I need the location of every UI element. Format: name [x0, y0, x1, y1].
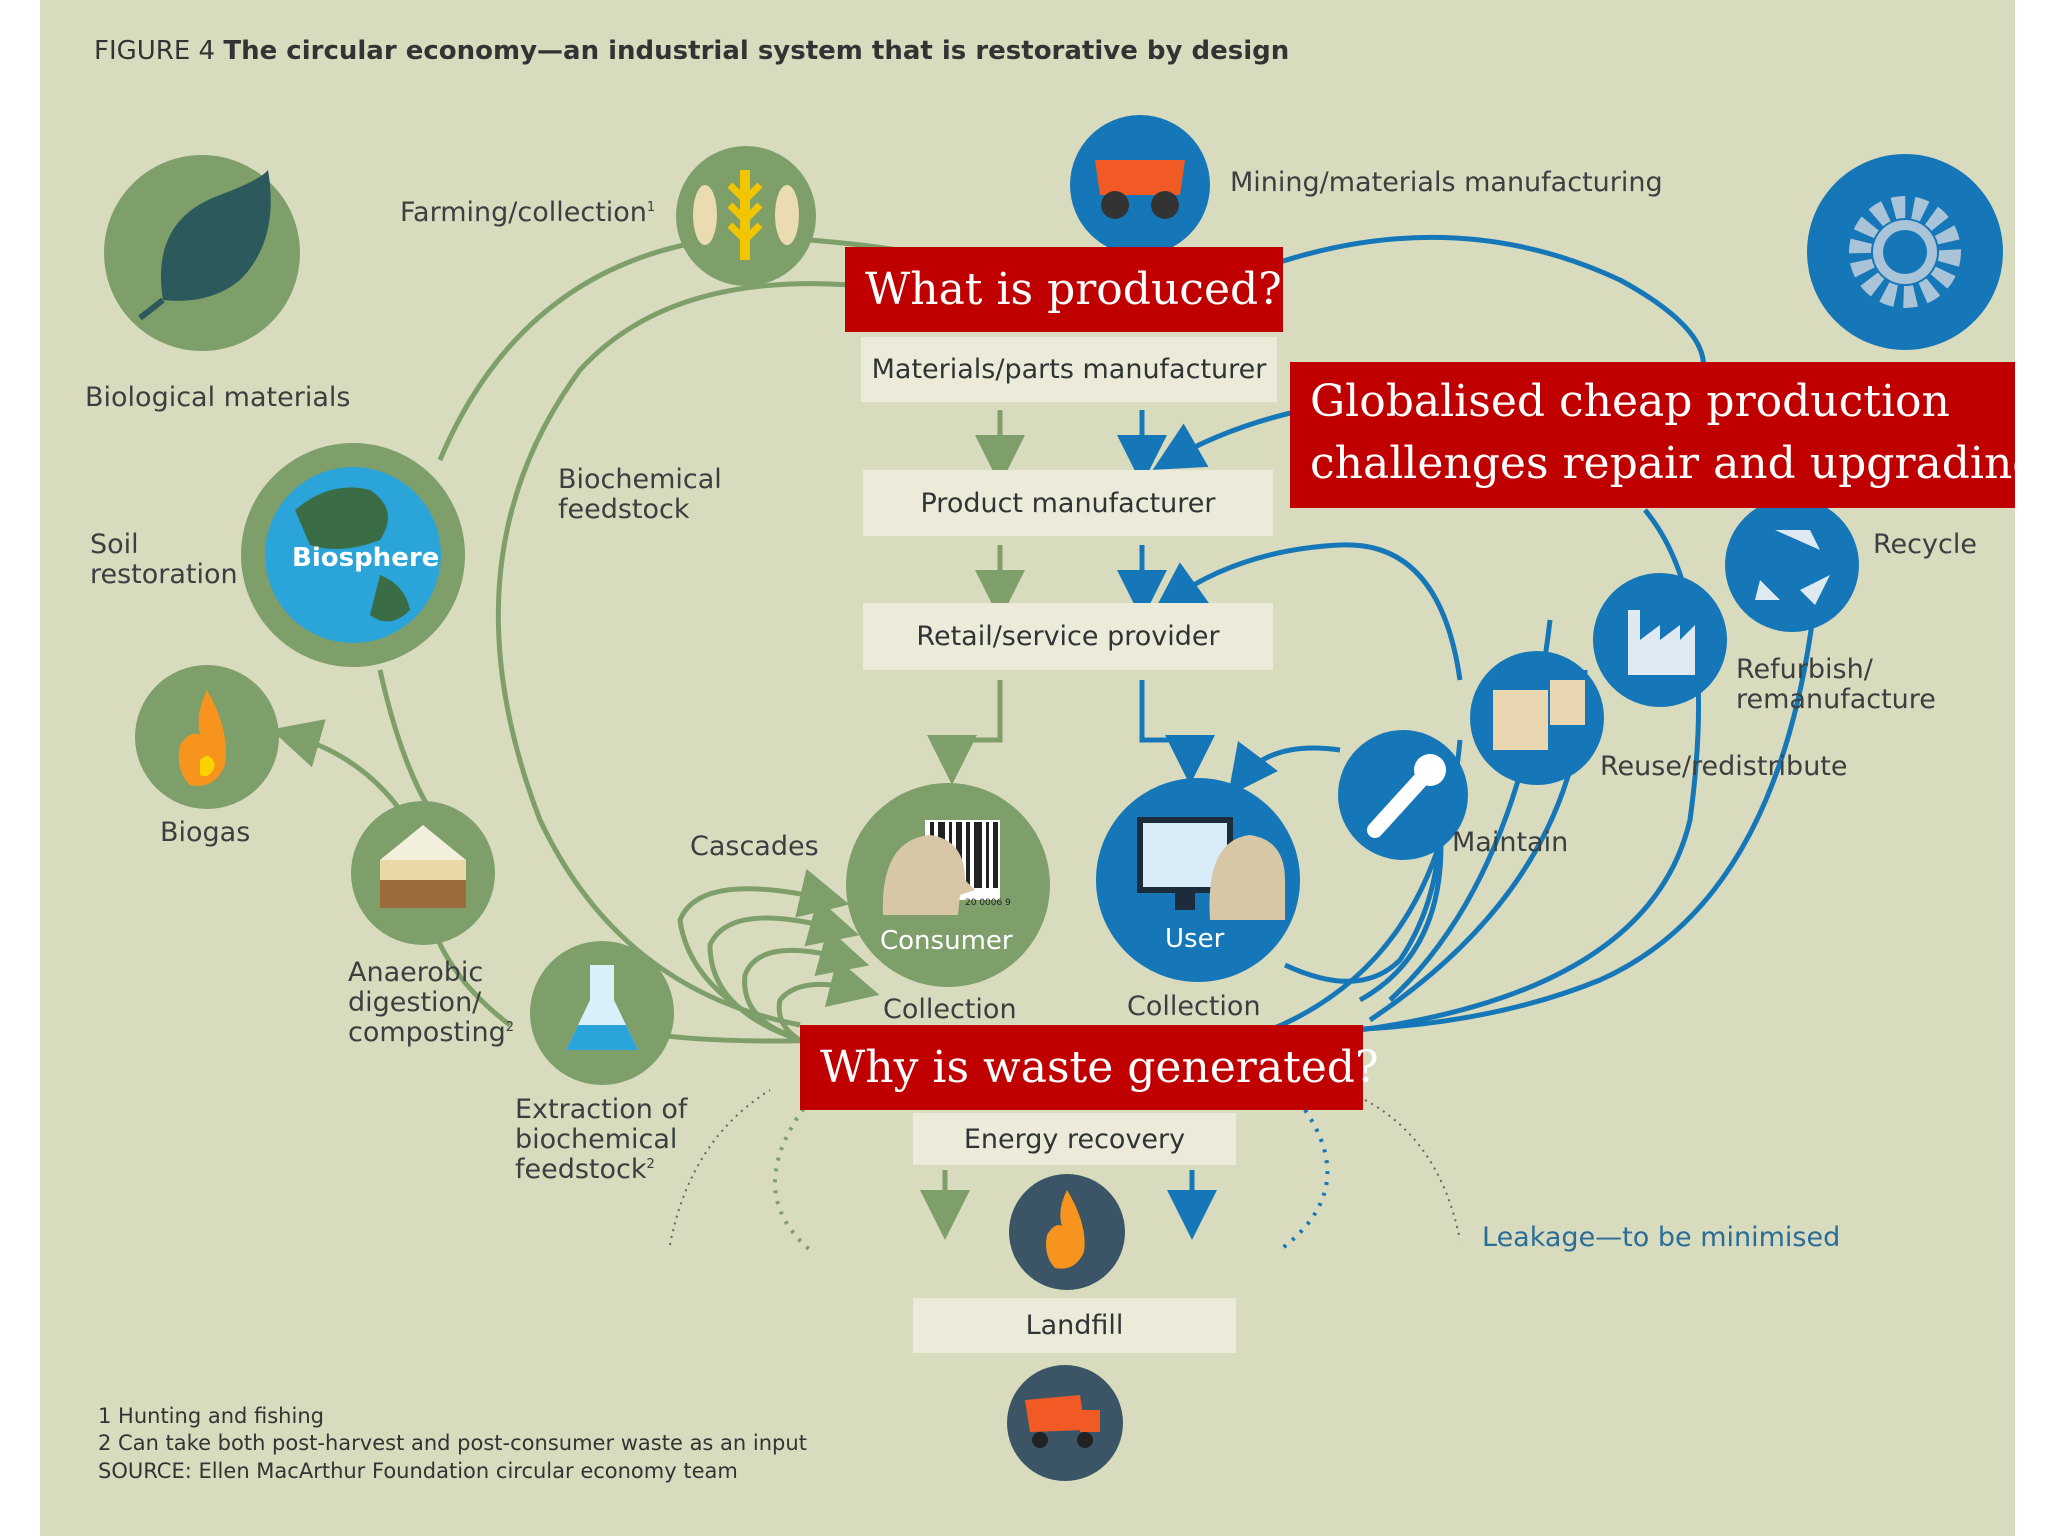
collection-right-label: Collection: [1127, 991, 1261, 1022]
collection-left-label: Collection: [883, 994, 1017, 1025]
figure-number: FIGURE 4: [94, 36, 216, 66]
globe-icon: [241, 443, 465, 667]
figure-title-text: The circular economy—an industrial syste…: [223, 36, 1290, 66]
footnotes: 1 Hunting and fishing 2 Can take both po…: [98, 1403, 807, 1485]
materials-parts-box: Materials/parts manufacturer: [861, 337, 1277, 402]
retail-service-box: Retail/service provider: [863, 603, 1273, 670]
mining-label: Mining/materials manufacturing: [1230, 167, 1663, 198]
wheat-fish-icon: [676, 146, 816, 286]
barcode-number: 20 0006 9: [965, 898, 1011, 908]
mining-truck-icon: [1070, 115, 1210, 255]
flask-icon: [530, 941, 674, 1085]
leakage-lines: [773, 1098, 1330, 1252]
energy-recovery-box: Energy recovery: [913, 1113, 1236, 1165]
user-monitor-icon: [1096, 778, 1300, 982]
factory-icon: [1593, 573, 1727, 707]
product-manufacturer-box: Product manufacturer: [863, 470, 1273, 536]
recycle-icon: [1725, 498, 1859, 632]
boxes-icon: [1470, 651, 1604, 785]
energy-flame-icon: [1009, 1174, 1125, 1290]
user-label: User: [1165, 924, 1225, 954]
figure-panel: FIGURE 4 The circular economy—an industr…: [40, 0, 2015, 1536]
reuse-label: Reuse/redistribute: [1600, 751, 1848, 782]
figure-title: FIGURE 4 The circular economy—an industr…: [94, 36, 1289, 66]
source-note: SOURCE: Ellen MacArthur Foundation circu…: [98, 1458, 738, 1483]
globalised-line-1: Globalised cheap production: [1310, 376, 1950, 427]
soil-layers-icon: [351, 801, 495, 945]
gear-icon: [1807, 154, 2003, 350]
consumer-label: Consumer: [880, 926, 1013, 956]
recycle-label: Recycle: [1873, 529, 1977, 560]
circular-economy-diagram: [104, 115, 2003, 1481]
maintain-label: Maintain: [1452, 827, 1569, 858]
landfill-box: Landfill: [913, 1298, 1236, 1353]
biogas-label: Biogas: [160, 817, 251, 848]
why-waste-callout: Why is waste generated?: [800, 1025, 1379, 1110]
farming-collection-label: Farming/collection1: [400, 197, 656, 228]
globalised-production-callout: Globalised cheap production challenges r…: [1290, 362, 2015, 508]
flame-icon: [135, 665, 279, 809]
leakage-label: Leakage—to be minimised: [1482, 1222, 1841, 1253]
footnote-2: 2 Can take both post-harvest and post-co…: [98, 1431, 807, 1456]
bio-flows: [270, 237, 1025, 1240]
leaf-icon: [104, 155, 300, 351]
biosphere-label: Biosphere: [292, 543, 440, 573]
globalised-line-2: challenges repair and upgrading: [1310, 437, 2015, 489]
footnote-1: 1 Hunting and fishing: [98, 1404, 324, 1428]
cascades-label: Cascades: [690, 831, 819, 862]
wrench-icon: [1338, 730, 1468, 860]
biological-materials-label: Biological materials: [85, 382, 351, 413]
consumer-head-icon: [846, 783, 1050, 987]
refurbish-label: Refurbish/remanufacture: [1736, 654, 1936, 716]
what-is-produced-callout: What is produced?: [845, 247, 1283, 332]
dump-truck-icon: [1007, 1365, 1123, 1481]
